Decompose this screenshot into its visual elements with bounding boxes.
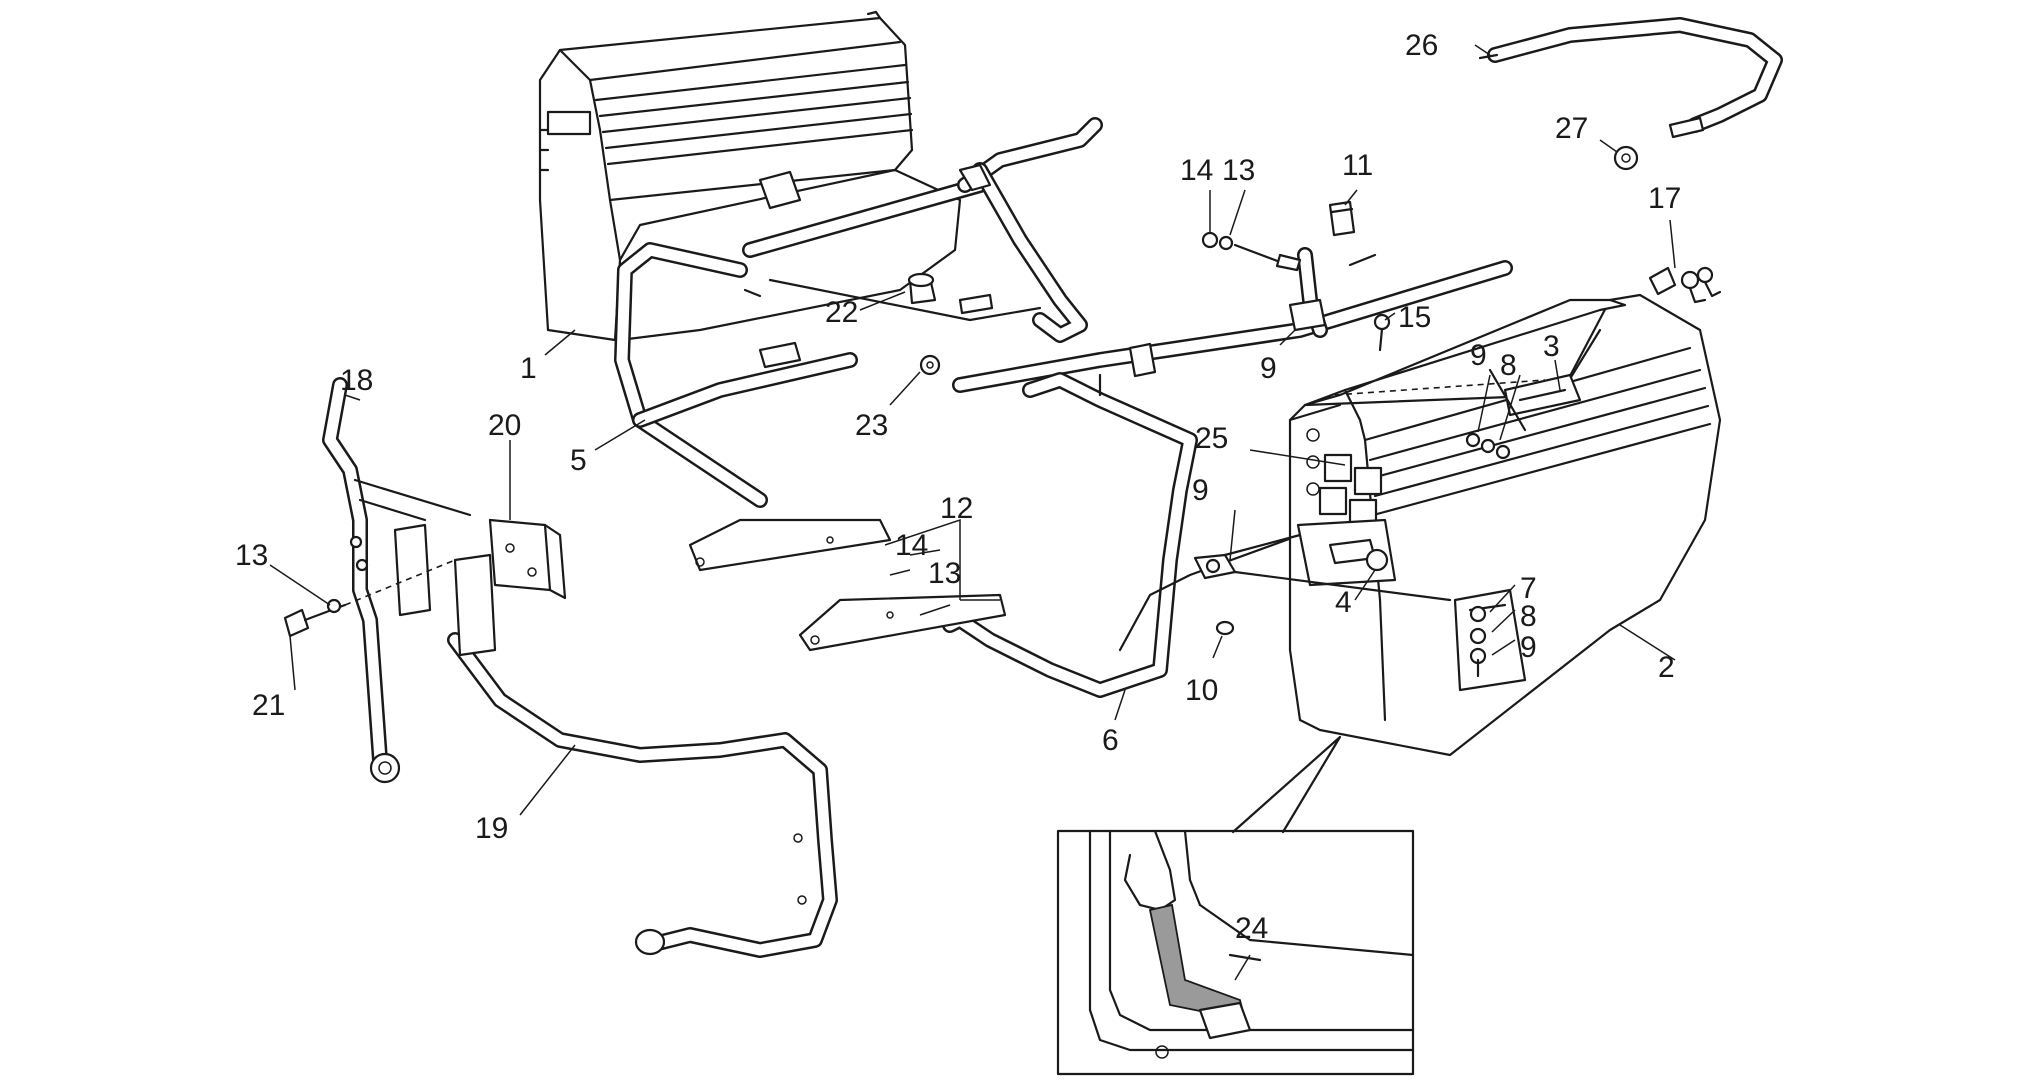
nut-27 <box>1613 145 1639 171</box>
bolt-21 <box>283 559 456 638</box>
callout-13b: 13 <box>928 557 961 590</box>
fasteners-top <box>1201 231 1302 272</box>
strap-24 <box>1148 903 1247 1022</box>
callout-12: 12 <box>940 492 973 525</box>
inset-detail-strap <box>1056 829 1415 1076</box>
callout-27: 27 <box>1555 112 1588 145</box>
washer-23 <box>919 354 941 376</box>
callout-labels: 1 2 3 4 5 6 7 8 9 9 8 9 9 10 11 12 13 13… <box>235 29 1681 945</box>
spacer-plate-20 <box>488 518 567 600</box>
frame-left <box>614 117 1103 508</box>
lock-set-17 <box>1648 266 1722 304</box>
case-hardware-right <box>1365 432 1511 678</box>
central-bushing <box>1193 533 1452 636</box>
callout-15: 15 <box>1398 301 1431 334</box>
callout-14b: 14 <box>895 529 928 562</box>
callout-10: 10 <box>1185 674 1218 707</box>
callout-23: 23 <box>855 409 888 442</box>
callout-17: 17 <box>1648 182 1681 215</box>
callout-7b: 7 <box>1520 572 1537 605</box>
bracket-18 <box>322 377 472 784</box>
callout-4: 4 <box>1335 586 1352 619</box>
callout-8b: 8 <box>1520 600 1537 633</box>
callout-2: 2 <box>1658 651 1675 684</box>
callout-14a: 14 <box>1180 154 1213 187</box>
callout-11: 11 <box>1342 149 1373 182</box>
frame-right <box>942 247 1513 698</box>
inset-pointer <box>1231 735 1342 834</box>
leader-lines <box>269 44 1676 981</box>
callout-9c: 9 <box>1192 474 1209 507</box>
handle-left-icon <box>546 110 592 136</box>
support-bar-19 <box>393 523 838 958</box>
callout-6: 6 <box>1102 724 1119 757</box>
cable-26 <box>1478 17 1783 139</box>
callout-13a: 13 <box>1222 154 1255 187</box>
callout-26: 26 <box>1405 29 1438 62</box>
plug-22 <box>907 272 937 305</box>
callout-24: 24 <box>1235 912 1268 945</box>
clip-11 <box>1328 200 1356 237</box>
callout-3: 3 <box>1543 330 1560 363</box>
pannier-case-left <box>538 10 962 342</box>
callout-9a: 9 <box>1260 352 1277 385</box>
callout-5: 5 <box>570 444 587 477</box>
callout-25: 25 <box>1195 422 1228 455</box>
callout-19: 19 <box>475 812 508 845</box>
bracket-plate-lower <box>798 593 1007 652</box>
callout-9b: 9 <box>1470 339 1487 372</box>
callout-21: 21 <box>252 689 285 722</box>
pannier-case-right <box>1288 293 1722 757</box>
callout-20: 20 <box>488 409 521 442</box>
callout-22: 22 <box>825 296 858 329</box>
callout-18: 18 <box>340 364 373 397</box>
badge-square-icon <box>1323 453 1353 483</box>
bracket-plate-upper <box>688 518 892 572</box>
screw-15 <box>1373 313 1391 352</box>
callout-9d: 9 <box>1520 631 1537 664</box>
callout-1: 1 <box>520 352 537 385</box>
callout-8a: 8 <box>1500 349 1517 382</box>
callout-13c: 13 <box>235 539 268 572</box>
lock-icon <box>1365 548 1389 572</box>
